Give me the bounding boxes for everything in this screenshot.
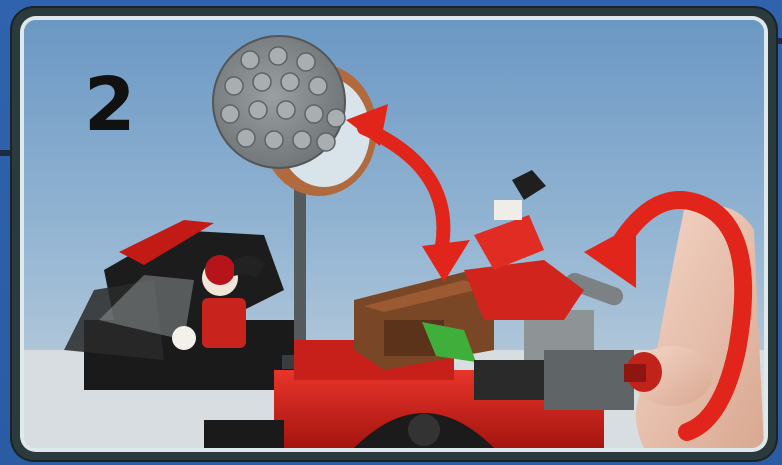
lego-model-scene (24, 20, 764, 448)
instruction-panel: 2 (20, 16, 768, 452)
step-number: 2 (84, 68, 134, 142)
round-plate-dish (213, 36, 345, 168)
antenna-pole (294, 170, 306, 360)
instruction-frame: 2 (12, 8, 776, 460)
build-step-illustration: 2 (24, 20, 764, 448)
